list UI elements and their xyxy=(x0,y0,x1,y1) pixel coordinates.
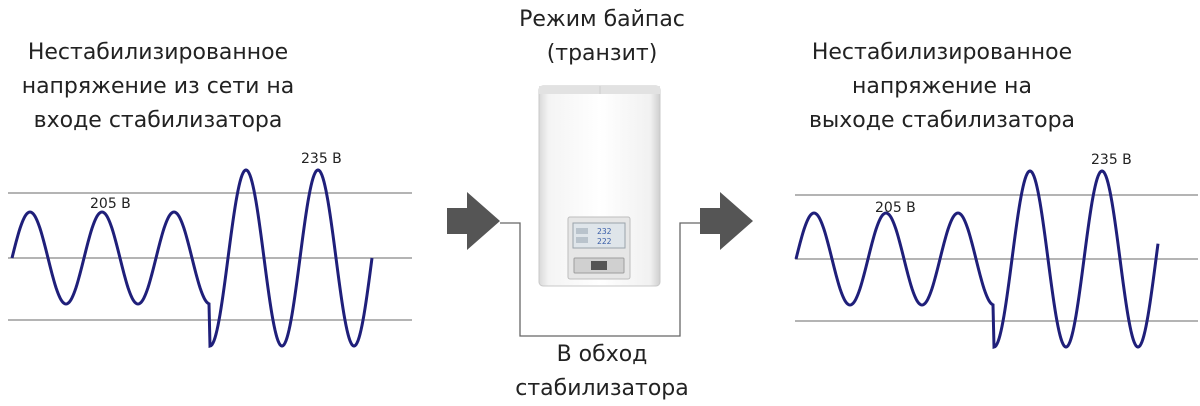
output-label-235v: 235 В xyxy=(1091,152,1132,168)
output-title-line: Нестабилизированное xyxy=(811,40,1073,65)
input-voltage-title: Нестабилизированное напряжение из сети н… xyxy=(0,36,316,138)
output-arrow-icon xyxy=(700,192,753,250)
input-title-line: Нестабилизированное xyxy=(27,40,289,65)
device-display xyxy=(572,222,626,249)
display-bottom-value: 222 xyxy=(597,237,612,246)
output-title-line: напряжение на xyxy=(852,74,1032,99)
output-title-line: выходе стабилизатора xyxy=(808,108,1076,133)
output-reference-lines xyxy=(795,194,1198,322)
bypass-mode-title: Режим байпас (транзит) xyxy=(452,3,752,71)
stabilizer-device-icon: 232 222 xyxy=(538,85,661,287)
input-voltage-waveform xyxy=(10,168,374,349)
input-label-235v: 235 В xyxy=(301,151,342,167)
bypass-path-label: В обход стабилизатора xyxy=(452,338,752,406)
output-label-205v: 205 В xyxy=(875,200,916,216)
bypass-wire xyxy=(500,222,700,337)
bypass-label-line: стабилизатора xyxy=(515,376,689,401)
bypass-label-line: В обход xyxy=(556,342,648,367)
mode-title-line: Режим байпас xyxy=(519,7,685,32)
input-label-205v: 205 В xyxy=(90,196,131,212)
output-voltage-title: Нестабилизированное напряжение на выходе… xyxy=(780,36,1104,138)
input-title-line: входе стабилизатора xyxy=(33,108,283,133)
display-top-value: 232 xyxy=(597,227,612,236)
output-voltage-waveform xyxy=(794,169,1160,350)
input-title-line: напряжение из сети на xyxy=(21,74,295,99)
mode-title-line: (транзит) xyxy=(546,41,658,66)
input-arrow-icon xyxy=(447,192,500,250)
